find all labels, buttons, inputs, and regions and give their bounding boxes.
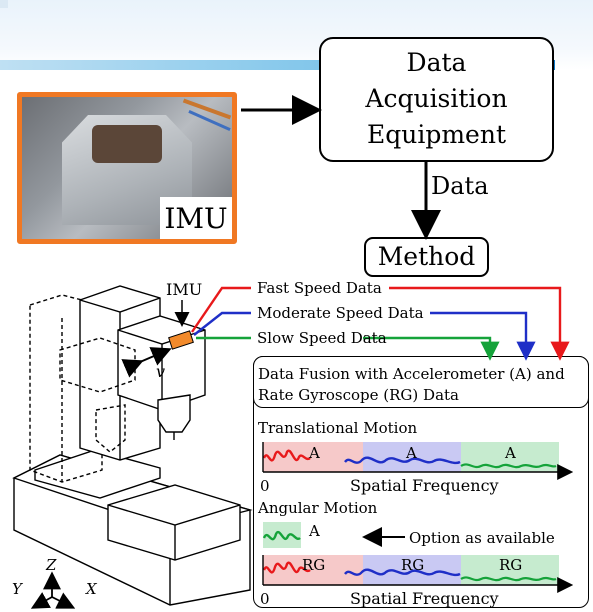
trans-band-label-3: A <box>505 444 516 462</box>
translational-title: Translational Motion <box>258 419 418 437</box>
ang-band-label-2: RG <box>401 556 425 574</box>
header-stripe <box>0 60 555 70</box>
fast-speed-line <box>191 286 560 356</box>
velocity-arrow <box>121 347 172 378</box>
ang-signal-blue <box>344 568 461 577</box>
band-mid <box>363 442 461 472</box>
ang-signal-red <box>262 561 311 574</box>
machine-tool-drawing <box>12 285 253 606</box>
daq-line-2: Acquisition <box>365 84 508 113</box>
band-low <box>263 442 363 472</box>
header-corner <box>0 0 8 8</box>
trans-signal-blue <box>344 456 461 465</box>
translational-plot <box>262 442 574 480</box>
imu-cavity <box>92 125 162 163</box>
velocity-label: v <box>156 362 166 381</box>
ang-band-label-3: RG <box>499 556 523 574</box>
moderate-speed-label: Moderate Speed Data <box>257 304 424 322</box>
trans-signal-red <box>262 449 311 462</box>
slow-speed-label: Slow Speed Data <box>257 329 387 347</box>
axis-y-label: Y <box>12 580 22 598</box>
daq-line-3: Equipment <box>366 120 506 149</box>
axis-z-label: Z <box>46 556 57 574</box>
trans-signal-green <box>460 463 557 469</box>
ang-band-label-1: RG <box>302 556 326 574</box>
ang-zero-label: 0 <box>260 590 270 608</box>
method-box: Method <box>364 237 489 277</box>
angular-option-plot <box>262 522 405 548</box>
fast-speed-label: Fast Speed Data <box>257 279 382 297</box>
data-flow-label: Data <box>431 172 489 200</box>
ang-signal-green <box>460 576 557 582</box>
fusion-title-line-2: Rate Gyroscope (RG) Data <box>258 386 459 404</box>
imu-sensor-block <box>168 330 194 350</box>
option-signal-green <box>262 530 301 541</box>
option-note: Option as available <box>409 529 555 547</box>
machine-imu-label: IMU <box>166 280 203 299</box>
ang-axis-label: Spatial Frequency <box>350 589 499 608</box>
imu-photo-label: IMU <box>160 197 232 239</box>
axes-triad <box>30 571 76 609</box>
angular-title: Angular Motion <box>258 499 378 517</box>
moderate-speed-line <box>193 311 526 356</box>
daq-line-1: Data <box>406 48 467 77</box>
fusion-title-line-1: Data Fusion with Accelerometer (A) and <box>258 365 565 383</box>
slow-speed-line <box>196 336 490 356</box>
trans-zero-label: 0 <box>260 477 270 495</box>
axis-x-label: X <box>86 580 97 598</box>
trans-band-label-1: A <box>309 444 320 462</box>
option-band-label: A <box>309 522 320 540</box>
angular-plot <box>262 555 574 593</box>
trans-band-label-2: A <box>406 444 417 462</box>
band-low <box>263 555 363 585</box>
trans-axis-label: Spatial Frequency <box>350 476 499 495</box>
